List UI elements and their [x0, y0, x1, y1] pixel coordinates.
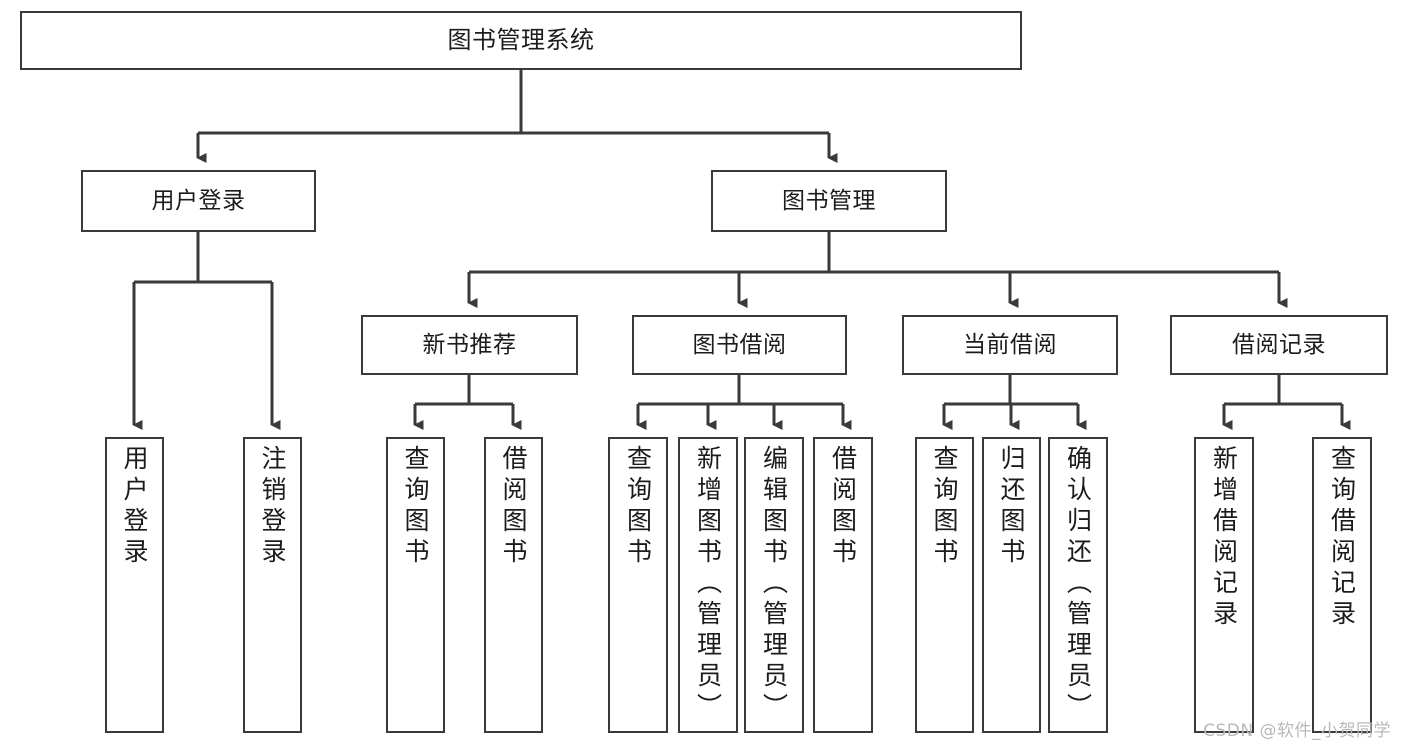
node-label: 图书管理系统 [447, 25, 595, 54]
leaf-borrow-record-query[interactable]: 查询借阅记录 [1312, 437, 1372, 733]
node-label: 注销登录 [258, 445, 287, 569]
node-label: 借阅图书 [828, 445, 858, 569]
node-label: 图书管理 [782, 187, 876, 214]
leaf-new-book-borrow[interactable]: 借阅图书 [484, 437, 543, 733]
leaf-book-borrow-query[interactable]: 查询图书 [608, 437, 668, 733]
node-label: 用户登录 [120, 445, 149, 569]
leaf-user-login-logout[interactable]: 注销登录 [243, 437, 302, 733]
node-user-login[interactable]: 用户登录 [81, 170, 316, 232]
node-label: 借阅图书 [499, 445, 528, 569]
leaf-borrow-record-add[interactable]: 新增借阅记录 [1194, 437, 1254, 733]
node-label: 查询图书 [401, 445, 430, 569]
leaf-book-borrow-edit[interactable]: 编辑图书（管理员） [744, 437, 804, 733]
node-label: 归还图书 [997, 445, 1026, 569]
leaf-new-book-query[interactable]: 查询图书 [386, 437, 445, 733]
node-label: 新增图书（管理员） [693, 445, 723, 724]
leaf-user-login-login[interactable]: 用户登录 [105, 437, 164, 733]
node-label: 用户登录 [151, 187, 246, 214]
node-current-borrow[interactable]: 当前借阅 [902, 315, 1118, 375]
node-book-management[interactable]: 图书管理 [711, 170, 947, 232]
node-label: 借阅记录 [1232, 331, 1326, 358]
node-label: 图书借阅 [692, 331, 787, 358]
leaf-book-borrow-borrow[interactable]: 借阅图书 [813, 437, 873, 733]
leaf-current-borrow-confirm-return[interactable]: 确认归还（管理员） [1048, 437, 1108, 733]
node-label: 查询图书 [623, 445, 653, 569]
node-label: 当前借阅 [963, 331, 1057, 358]
node-label: 编辑图书（管理员） [759, 445, 789, 724]
node-label: 新书推荐 [422, 331, 517, 358]
node-label: 确认归还（管理员） [1063, 445, 1093, 724]
node-borrow-record[interactable]: 借阅记录 [1170, 315, 1388, 375]
leaf-current-borrow-return[interactable]: 归还图书 [982, 437, 1041, 733]
node-label: 查询借阅记录 [1327, 445, 1357, 631]
node-new-book-recommend[interactable]: 新书推荐 [361, 315, 578, 375]
leaf-book-borrow-add[interactable]: 新增图书（管理员） [678, 437, 738, 733]
watermark: CSDN @软件_小贺同学 [1203, 721, 1391, 741]
node-book-borrow[interactable]: 图书借阅 [632, 315, 847, 375]
node-label: 查询图书 [930, 445, 959, 569]
leaf-current-borrow-query[interactable]: 查询图书 [915, 437, 974, 733]
node-root-system[interactable]: 图书管理系统 [20, 11, 1022, 70]
node-label: 新增借阅记录 [1209, 445, 1239, 631]
